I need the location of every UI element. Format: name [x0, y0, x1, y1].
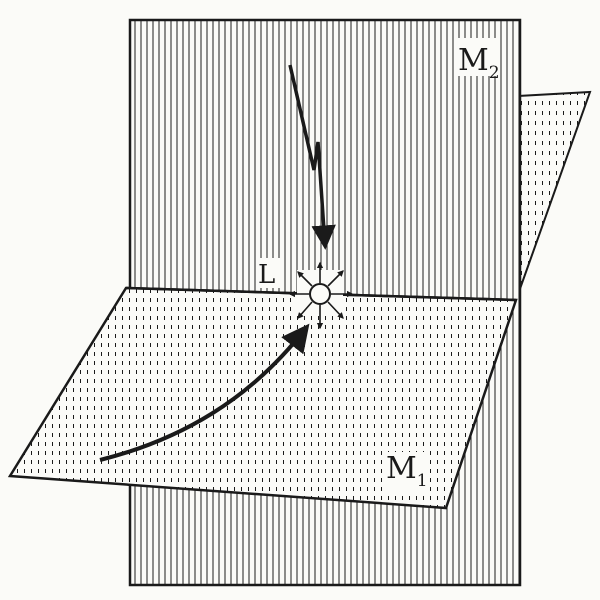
- plane-m1-back: [515, 90, 592, 301]
- plane-m1: [7, 286, 518, 510]
- zigzag-arrow-icon: [288, 64, 336, 250]
- radiating-circle-icon: [288, 261, 354, 330]
- plane-m1-label: M1: [386, 451, 428, 491]
- plane-m2-label: M2: [458, 43, 500, 83]
- intersection-line-label: L: [258, 260, 275, 290]
- plane-m1-subscript: 1: [417, 471, 428, 491]
- plane-m2-subscript: 2: [489, 63, 500, 83]
- curved-arrow-icon: [99, 323, 310, 462]
